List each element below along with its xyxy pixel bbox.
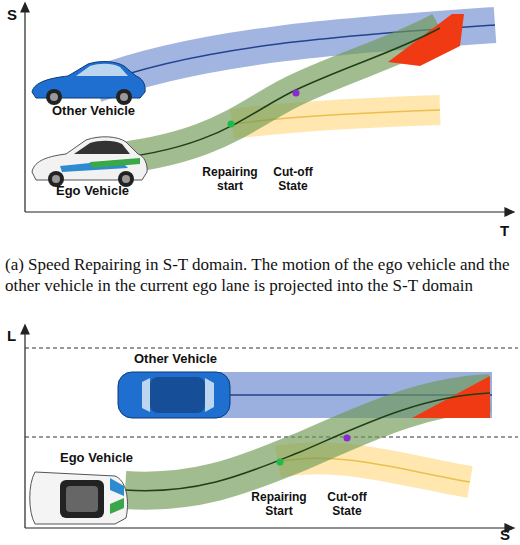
cutoff-dot xyxy=(344,435,351,442)
axis-label: L xyxy=(7,327,16,344)
cutoff-dot xyxy=(293,90,300,97)
point-label: Cut-off State xyxy=(316,491,378,519)
axis-label: T xyxy=(500,222,509,239)
vehicle-label: Other Vehicle xyxy=(52,104,135,119)
repair-start-dot xyxy=(277,459,284,466)
axis-label: S xyxy=(7,6,17,23)
vehicle-label: Ego Vehicle xyxy=(60,451,133,466)
caption: (a) Speed Repairing in S-T domain. The m… xyxy=(5,254,515,297)
other-car-top xyxy=(118,372,230,418)
other-car-side xyxy=(32,62,145,105)
lane-line xyxy=(25,437,518,438)
lane-line xyxy=(25,348,518,349)
ls-axes xyxy=(21,325,514,532)
ego-band xyxy=(100,28,440,160)
st-axes xyxy=(21,3,514,216)
point-label: Repairing start xyxy=(199,166,261,194)
repair-start-dot xyxy=(228,121,235,128)
vehicle-label: Ego Vehicle xyxy=(56,184,129,199)
ego-path xyxy=(100,28,440,160)
vehicle-label: Other Vehicle xyxy=(134,352,217,367)
conflict-region xyxy=(388,14,464,66)
point-label: Repairing Start xyxy=(248,491,310,519)
ego-car-top xyxy=(30,472,128,524)
axis-label: S xyxy=(500,526,510,543)
point-label: Cut-off State xyxy=(262,166,324,194)
ego-car-side xyxy=(32,137,147,187)
